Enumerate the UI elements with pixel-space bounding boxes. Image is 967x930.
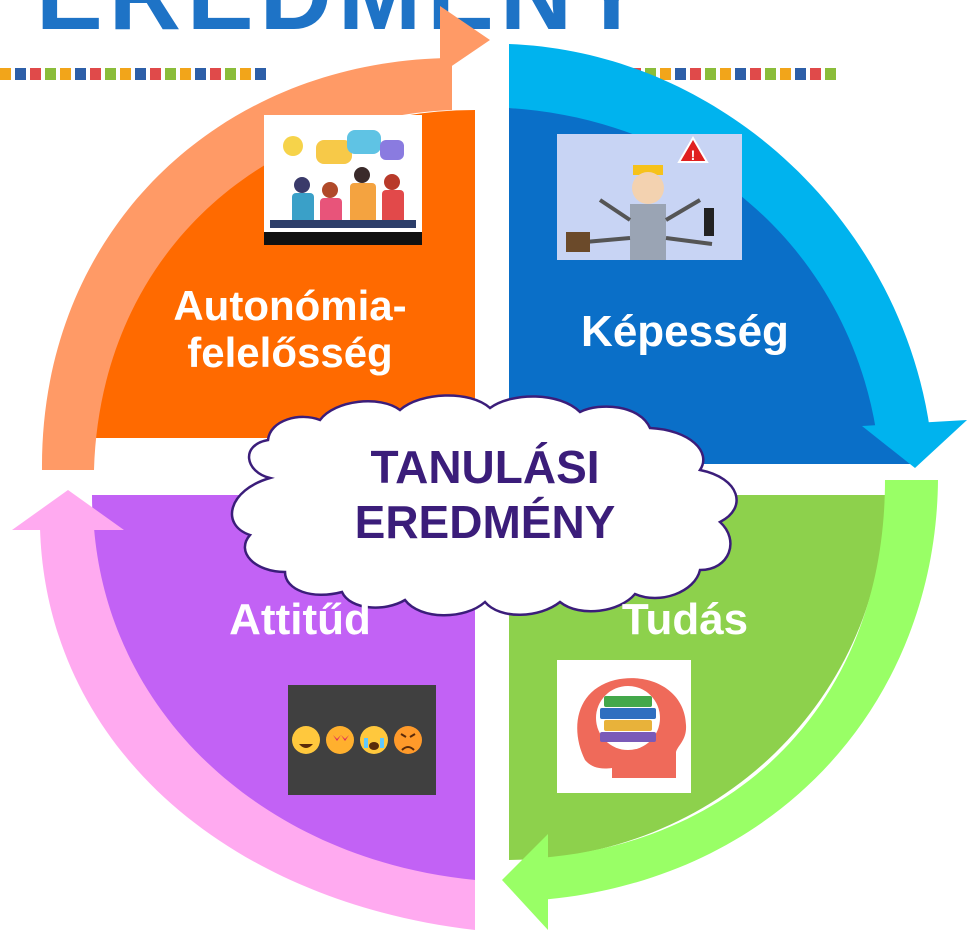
dash-segment [795, 68, 806, 80]
dash-segment [180, 68, 191, 80]
dash-segment [105, 68, 116, 80]
dash-segment [120, 68, 131, 80]
dash-segment [15, 68, 26, 80]
arrow-top-left [41, 6, 490, 470]
dash-segment [720, 68, 731, 80]
arrow-top-right [509, 44, 967, 468]
dash-segment [705, 68, 716, 80]
dash-segment [195, 68, 206, 80]
dash-segment [90, 68, 101, 80]
arrow-bottom-left [12, 490, 475, 930]
quadrant-label-autonomia-line1: Autonómia- [173, 282, 407, 329]
dash-segment [750, 68, 761, 80]
dash-segment [45, 68, 56, 80]
quadrant-label-autonomia-line2: felelősség [187, 329, 393, 377]
dash-segment [240, 68, 251, 80]
dash-segment [0, 68, 11, 80]
people-discussion-image [264, 115, 422, 245]
quadrant-label-attitud: Attitűd [229, 595, 371, 644]
dash-segment [645, 68, 656, 80]
center-cloud [230, 394, 738, 617]
dash-segment [765, 68, 776, 80]
dash-segment [660, 68, 671, 80]
arrow-bottom-right [502, 480, 938, 930]
svg-text:!: ! [691, 147, 696, 163]
dash-segment [780, 68, 791, 80]
dash-segment [690, 68, 701, 80]
center-label-line1: TANULÁSI [370, 441, 600, 493]
page-title: EREDMÉNY [0, 0, 967, 53]
center-label-line2: EREDMÉNY [354, 496, 616, 549]
quadrant-label-kepesseg: Képesség [581, 307, 789, 356]
dash-segment [810, 68, 821, 80]
dash-segment [255, 68, 266, 80]
head-with-books-image [557, 660, 691, 793]
dash-segment [225, 68, 236, 80]
emoji-faces-image [288, 685, 436, 795]
dash-segment [135, 68, 146, 80]
dash-segment [150, 68, 161, 80]
dash-segment [30, 68, 41, 80]
dash-segment [210, 68, 221, 80]
center-label: TANULÁSI EREDMÉNY [300, 440, 670, 550]
dash-segment [825, 68, 836, 80]
dash-segment [735, 68, 746, 80]
dash-segment [60, 68, 71, 80]
multitasking-worker-image: ! [557, 134, 742, 260]
quadrant-label-tudas: Tudás [621, 595, 749, 644]
dash-segment [675, 68, 686, 80]
quadrant-label-autonomia: Autonómia- felelősség [140, 282, 440, 376]
dash-segment [165, 68, 176, 80]
dash-segment [75, 68, 86, 80]
